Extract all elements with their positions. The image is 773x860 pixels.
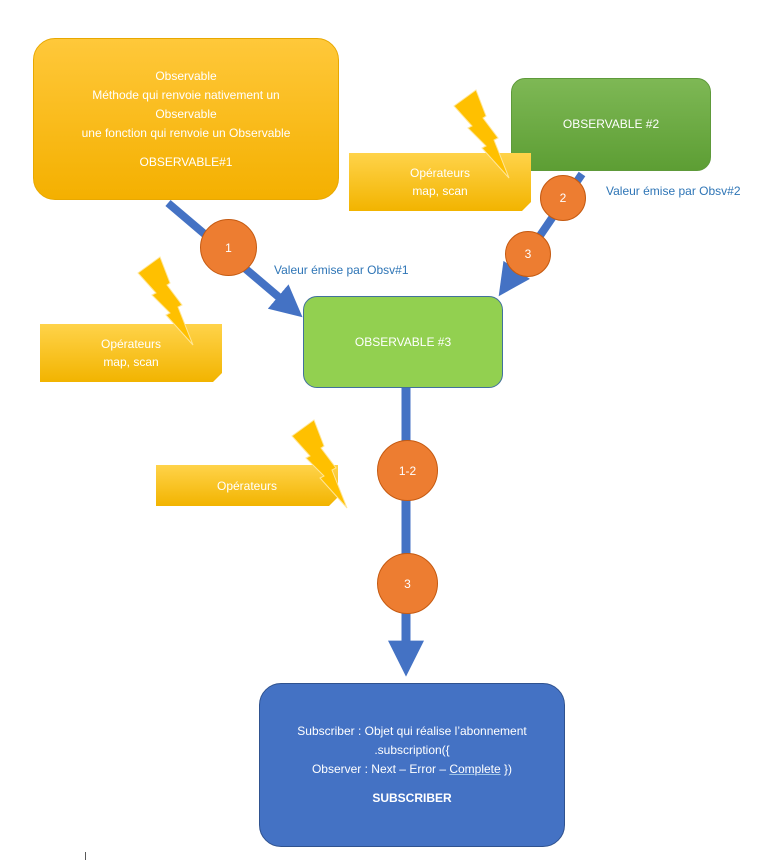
obs2-value-label: Valeur émise par Obsv#2 — [606, 184, 741, 198]
operators-note-obs1-line-2: map, scan — [103, 355, 159, 369]
operators-note-obs1: Opérateurs map, scan — [40, 324, 222, 382]
subscriber-box: Subscriber : Objet qui réalise l’abonnem… — [259, 683, 565, 847]
operators-note-obs2-line-1: Opérateurs — [409, 166, 471, 180]
observable-1-line-1: Observable — [155, 68, 217, 83]
lightning-bolt-icon — [453, 89, 510, 179]
observable-2-box: OBSERVABLE #2 — [511, 78, 711, 171]
text-cursor-mark — [85, 852, 86, 860]
lightning-bolt-icon — [137, 256, 194, 346]
emission-circle-3-top: 3 — [505, 231, 551, 277]
subscriber-line-1: Subscriber : Objet qui réalise l’abonnem… — [297, 724, 527, 738]
observable-1-line-2: Méthode qui renvoie nativement un — [92, 87, 280, 102]
subscriber-complete-link[interactable]: Complete — [449, 762, 501, 776]
emission-circle-1-2: 1-2 — [377, 440, 438, 501]
subscriber-title: SUBSCRIBER — [372, 791, 452, 805]
subscriber-line-3-suffix: }) — [500, 762, 513, 776]
subscriber-line-3-prefix: Observer : Next – Error – — [311, 762, 450, 776]
lightning-bolt-icon — [291, 419, 348, 509]
observable-2-title: OBSERVABLE #2 — [562, 117, 660, 131]
observable-1-line-3: Observable — [155, 106, 217, 121]
operators-note-obs2-line-2: map, scan — [412, 184, 468, 198]
operators-note-obs3-line-1: Opérateurs — [216, 478, 278, 493]
observable-1-title: OBSERVABLE#1 — [139, 154, 233, 169]
emission-circle-2: 2 — [540, 175, 586, 221]
subscriber-line-2: .subscription({ — [374, 743, 450, 757]
subscriber-line-3: Observer : Next – Error – Complete }) — [312, 760, 512, 779]
operators-note-obs3: Opérateurs — [156, 465, 338, 506]
observable-3-box: OBSERVABLE #3 — [303, 296, 503, 388]
emission-circle-3-bottom: 3 — [377, 553, 438, 614]
observable-1-line-4: une fonction qui renvoie un Observable — [81, 125, 291, 140]
observable-1-box: Observable Méthode qui renvoie nativemen… — [33, 38, 339, 200]
emission-circle-1: 1 — [200, 219, 257, 276]
operators-note-obs1-line-1: Opérateurs — [100, 337, 162, 351]
obs1-value-label: Valeur émise par Obsv#1 — [274, 263, 409, 277]
observable-3-title: OBSERVABLE #3 — [354, 334, 452, 349]
